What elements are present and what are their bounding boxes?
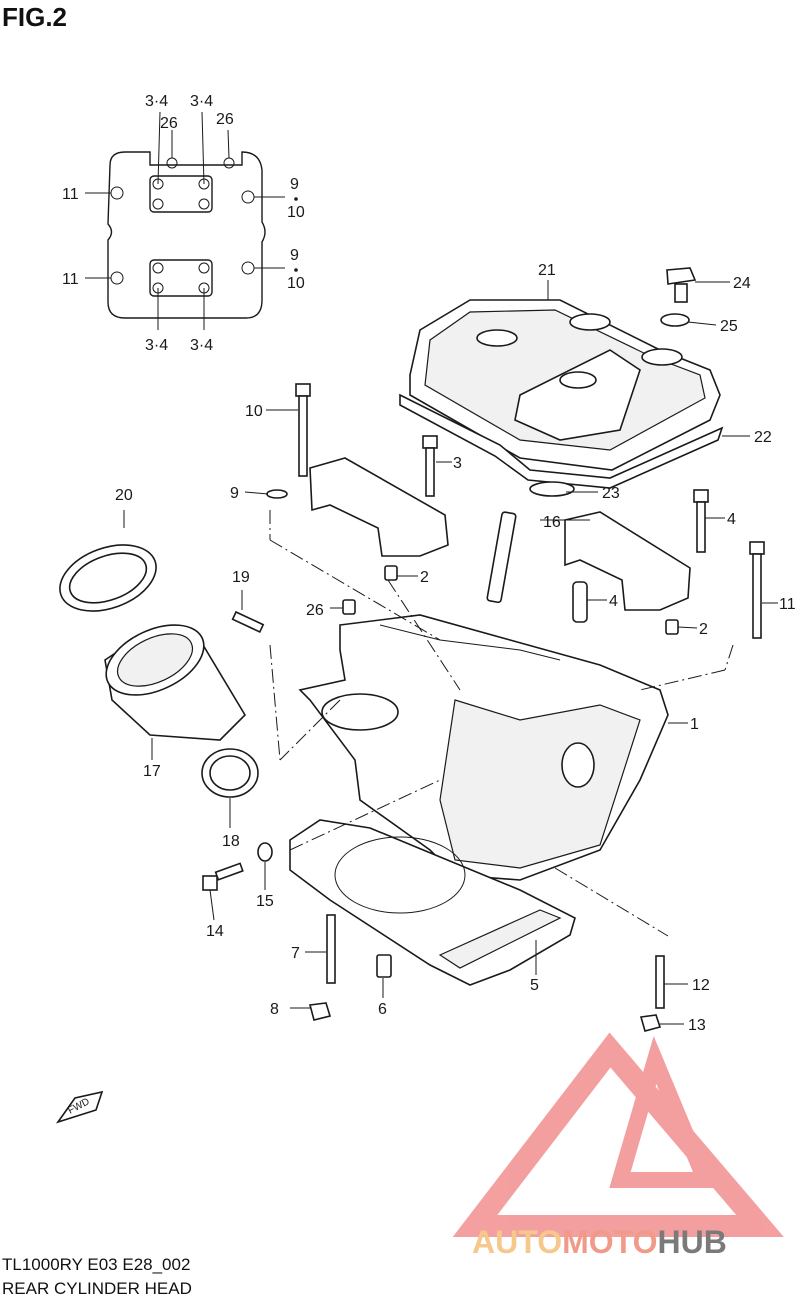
caption-section-name: REAR CYLINDER HEAD: [2, 1279, 192, 1298]
cylinder-head-body: [298, 614, 669, 881]
callout-18: 18: [222, 833, 240, 850]
callout-7: 7: [291, 945, 300, 962]
callout-9: 9: [230, 485, 239, 502]
callout-26: 26: [306, 602, 324, 619]
callout-21: 21: [538, 262, 556, 279]
inset-label: 3·4: [145, 337, 168, 354]
head-gasket: [289, 819, 576, 986]
assembly-lines: [269, 510, 734, 937]
caption-model-code: TL1000RY E03 E28_002: [2, 1255, 191, 1274]
callout-15: 15: [256, 893, 274, 910]
callout-3: 3: [453, 455, 462, 472]
camshaft-holders: [309, 457, 691, 611]
part-callouts: 1 2 2 3 4 4 5 6 7 8 9 10 11 12 13 14 15 …: [115, 262, 796, 1034]
cover-small-parts: [529, 267, 697, 497]
callout-24: 24: [733, 275, 751, 292]
bolts-and-studs: [202, 383, 765, 1032]
wordmark-part-1: AUTO: [472, 1224, 563, 1260]
callout-23: 23: [602, 485, 620, 502]
callout-13: 13: [688, 1017, 706, 1034]
diagram-caption: TL1000RY E03 E28_002 REAR CYLINDER HEAD: [2, 1253, 192, 1301]
wordmark-part-2: MOTO: [562, 1224, 658, 1260]
callout-20: 20: [115, 487, 133, 504]
inset-label: 10: [287, 204, 305, 221]
callout-19: 19: [232, 569, 250, 586]
inset-label: 9: [290, 176, 299, 193]
inset-labels: 3·4 3·4 26 26 11 11 9 10 9 10 3·4 3·4: [62, 93, 305, 354]
watermark-logo: [452, 1032, 784, 1237]
intake-parts: [59, 544, 259, 798]
inset-label: 11: [62, 186, 79, 203]
callout-8: 8: [270, 1001, 279, 1018]
inset-label: 26: [160, 115, 178, 132]
inset-label: 10: [287, 275, 305, 292]
callout-4: 4: [609, 593, 618, 610]
callout-6: 6: [378, 1001, 387, 1018]
callout-22: 22: [754, 429, 772, 446]
inset-label: 9: [290, 247, 299, 264]
cylinder-head-cover: [399, 299, 724, 489]
inset-label: 3·4: [190, 337, 213, 354]
callout-2: 2: [420, 569, 429, 586]
inset-label: 11: [62, 271, 79, 288]
inset-label: 3·4: [145, 93, 168, 110]
wordmark-part-3: HUB: [657, 1224, 727, 1260]
callout-5: 5: [530, 977, 539, 994]
callout-10: 10: [245, 403, 263, 420]
callout-12: 12: [692, 977, 710, 994]
callout-25: 25: [720, 318, 738, 335]
callout-2: 2: [699, 621, 708, 638]
callout-16: 16: [543, 514, 561, 531]
callout-14: 14: [206, 923, 224, 940]
bolt-pattern-inset: [85, 111, 285, 330]
fwd-arrow-icon: FWD: [55, 1090, 104, 1124]
callout-11: 11: [779, 596, 796, 613]
watermark-wordmark: AUTOMOTOHUB: [472, 1224, 727, 1261]
callout-17: 17: [143, 763, 161, 780]
callout-leaders: [123, 280, 778, 1025]
figure-title: FIG.2: [2, 2, 68, 32]
callout-4: 4: [727, 511, 736, 528]
inset-label: 26: [216, 111, 234, 128]
callout-1: 1: [690, 716, 699, 733]
inset-label: 3·4: [190, 93, 213, 110]
